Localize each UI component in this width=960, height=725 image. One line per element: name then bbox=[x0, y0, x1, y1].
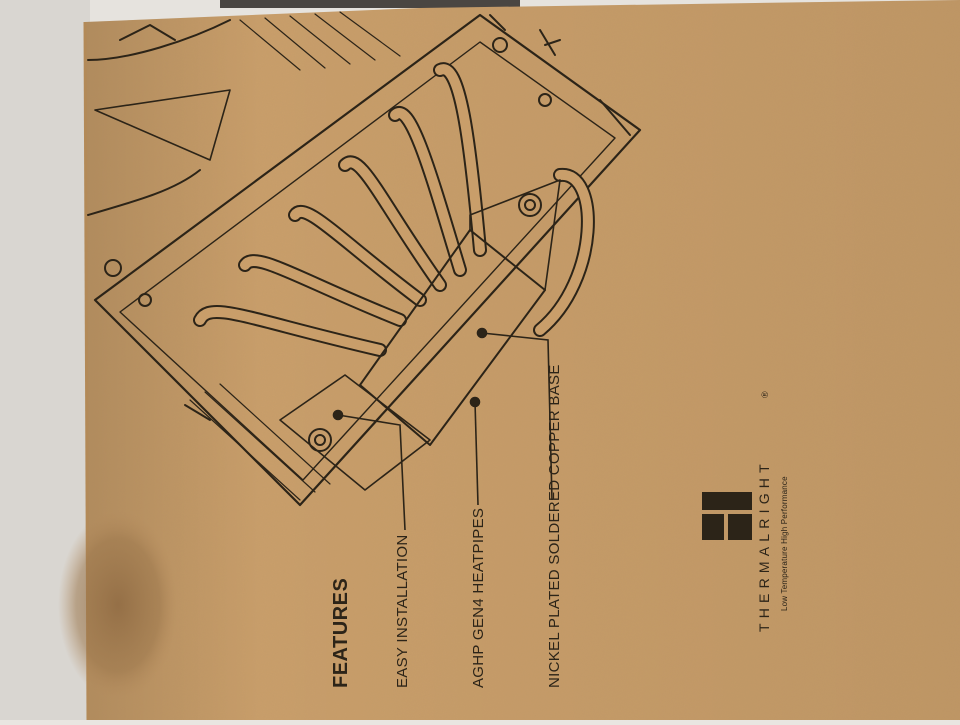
callout-line-easy-installation bbox=[337, 414, 406, 531]
feature-easy-installation: EASY INSTALLATION bbox=[394, 534, 411, 688]
water-stain bbox=[58, 510, 178, 700]
callout-line-heatpipes bbox=[474, 401, 479, 506]
cpu-cooler-illustration bbox=[87, 11, 642, 507]
features-title: FEATURES bbox=[330, 577, 352, 688]
feature-copper-base: NICKEL PLATED SOLDERED COPPER BASE bbox=[546, 364, 563, 688]
registered-mark: ® bbox=[760, 391, 770, 398]
feature-heatpipes: AGHP GEN4 HEATPIPES bbox=[470, 507, 487, 688]
callout-lines bbox=[332, 327, 553, 531]
brand-tagline: Low Temperature High Performance bbox=[780, 476, 789, 611]
callout-line-copper-base bbox=[481, 332, 553, 501]
brand-name: THERMALRIGHT bbox=[756, 459, 772, 632]
thermalright-logo-icon bbox=[702, 492, 752, 540]
cardboard-box bbox=[58, 0, 960, 721]
shelf-edge bbox=[220, 0, 520, 8]
